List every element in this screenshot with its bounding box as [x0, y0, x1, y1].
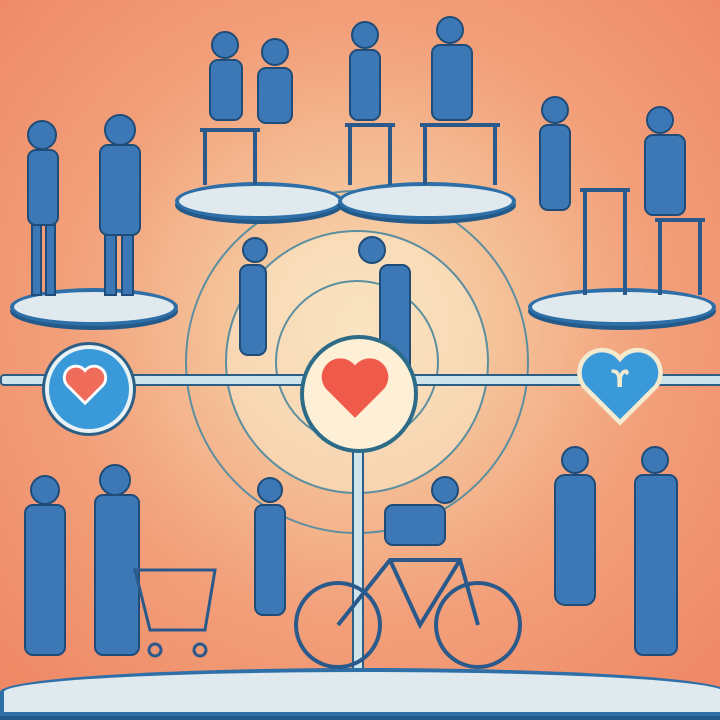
heart-icon-left-badge — [62, 364, 108, 406]
heart-icon-center — [321, 358, 389, 418]
right-badge-glyph: ϒ — [611, 365, 629, 393]
platform-top-center-left — [175, 182, 343, 220]
platform-top-right — [528, 288, 716, 326]
platform-bottom-left — [0, 668, 720, 716]
heart-icon-right-badge — [577, 347, 663, 426]
